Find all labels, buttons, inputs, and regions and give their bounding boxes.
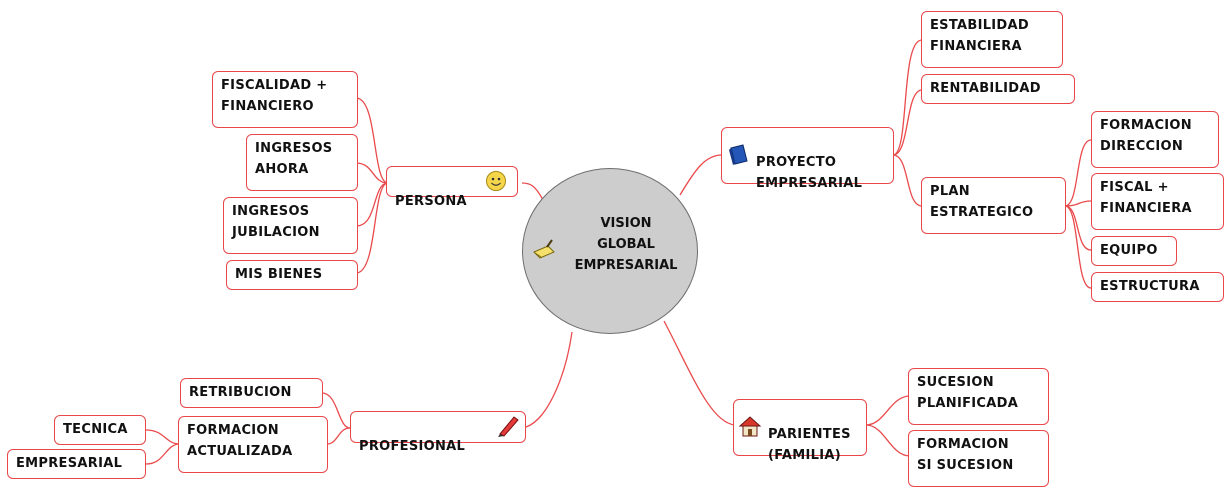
topic-sucesion-planificada[interactable]: SUCESION PLANIFICADA: [908, 368, 1049, 425]
topic-estructura[interactable]: ESTRUCTURA: [1091, 272, 1224, 302]
smiley-icon: [485, 170, 507, 196]
topic-equipo[interactable]: EQUIPO: [1091, 236, 1177, 266]
topic-fiscalidad-financiero[interactable]: FISCALIDAD + FINANCIERO: [212, 71, 358, 128]
topic-retribucion[interactable]: RETRIBUCION: [180, 378, 323, 408]
pencil-icon: [496, 414, 522, 442]
topic-estabilidad-financiera[interactable]: ESTABILIDAD FINANCIERA: [921, 11, 1063, 68]
topic-fiscal-financiera[interactable]: FISCAL + FINANCIERA: [1091, 173, 1224, 230]
topic-label: PROYECTO EMPRESARIAL: [756, 155, 863, 191]
topic-formacion-actualizada[interactable]: FORMACION ACTUALIZADA: [178, 416, 328, 473]
topic-mis-bienes[interactable]: MIS BIENES: [226, 260, 358, 290]
book-icon: [728, 143, 750, 171]
topic-rentabilidad[interactable]: RENTABILIDAD: [921, 74, 1075, 104]
house-icon: [737, 414, 763, 442]
topic-formacion-si-sucesion[interactable]: FORMACION SI SUCESION: [908, 430, 1049, 487]
topic-label: PARIENTES (FAMILIA): [768, 427, 851, 463]
topic-tecnica[interactable]: TECNICA: [54, 415, 146, 445]
topic-label: PROFESIONAL: [359, 439, 466, 454]
topic-plan-estrategico[interactable]: PLAN ESTRATEGICO: [921, 177, 1066, 234]
topic-ingresos-ahora[interactable]: INGRESOS AHORA: [246, 134, 358, 191]
topic-empresarial[interactable]: EMPRESARIAL: [7, 449, 146, 479]
broom-icon: [532, 238, 556, 264]
topic-profesional[interactable]: PROFESIONAL: [350, 411, 526, 454]
topic-formacion-direccion[interactable]: FORMACION DIRECCION: [1091, 111, 1219, 168]
topic-proyecto-empresarial[interactable]: PROYECTO EMPRESARIAL: [721, 127, 894, 191]
topic-ingresos-jubilacion[interactable]: INGRESOS JUBILACION: [223, 197, 358, 254]
topic-label: PERSONA: [395, 194, 467, 209]
central-topic-label: VISION GLOBAL EMPRESARIAL: [574, 216, 678, 273]
